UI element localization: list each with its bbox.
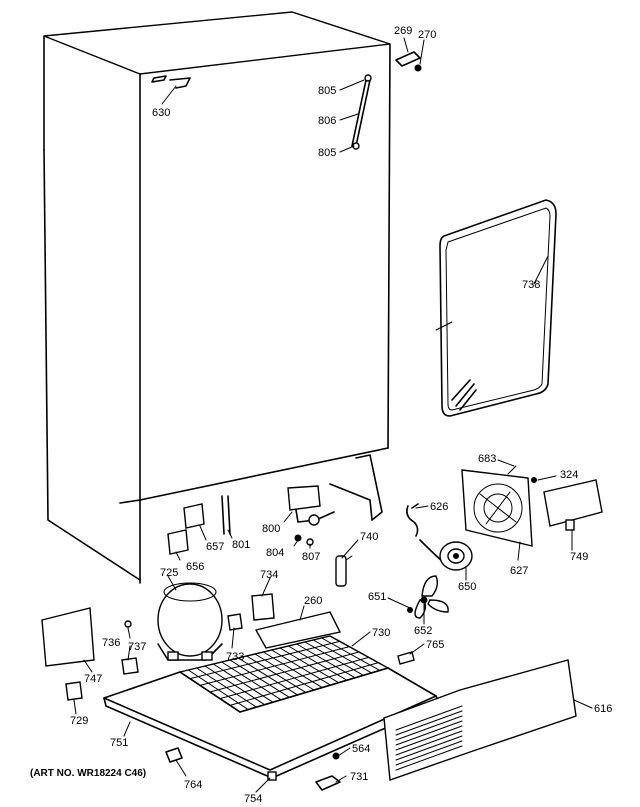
label-627: 627 xyxy=(510,565,528,577)
part-650-motor xyxy=(439,541,473,571)
label-747: 747 xyxy=(84,673,102,685)
label-725: 725 xyxy=(160,567,178,579)
part-806-tube xyxy=(351,74,372,150)
grille-slot xyxy=(395,730,463,756)
part-616-grille xyxy=(383,659,577,781)
label-736: 736 xyxy=(102,637,120,649)
coil-wire xyxy=(209,651,360,693)
label-269: 269 xyxy=(394,25,412,37)
grille-slot xyxy=(395,735,463,761)
grille-slot xyxy=(395,715,463,741)
leader-lines xyxy=(73,37,593,793)
part-small-fasteners xyxy=(165,651,415,791)
label-730: 730 xyxy=(372,627,390,639)
grille-slot xyxy=(395,740,463,766)
grille-slot xyxy=(395,710,463,736)
label-733: 733 xyxy=(226,651,244,663)
label-738: 738 xyxy=(522,279,540,291)
part-800-valve xyxy=(287,485,335,546)
part-651-fan-blade xyxy=(407,575,449,619)
label-801: 801 xyxy=(232,539,250,551)
part-627-fan-shroud xyxy=(461,465,533,547)
part-738-gasket xyxy=(435,199,557,417)
cabinet xyxy=(43,11,391,584)
coil-wire xyxy=(229,662,379,706)
label-737: 737 xyxy=(128,641,146,653)
grille-slot xyxy=(395,725,463,751)
part-725-compressor xyxy=(157,582,223,661)
label-764: 764 xyxy=(184,779,202,791)
part-269-270 xyxy=(395,51,422,72)
label-734: 734 xyxy=(260,569,278,581)
part-740 xyxy=(335,555,353,587)
label-260: 260 xyxy=(304,595,322,607)
part-number-labels: 269 270 805 806 805 630 738 683 324 626 … xyxy=(30,25,612,805)
label-324: 324 xyxy=(560,469,578,481)
label-749: 749 xyxy=(570,551,588,563)
part-734-733 xyxy=(227,593,275,631)
label-564: 564 xyxy=(352,743,370,755)
coil-wire xyxy=(199,646,350,686)
label-806: 806 xyxy=(318,115,336,127)
label-626: 626 xyxy=(430,501,448,513)
label-616: 616 xyxy=(594,703,612,715)
label-731: 731 xyxy=(350,771,368,783)
label-807: 807 xyxy=(302,551,320,563)
label-656: 656 xyxy=(186,561,204,573)
label-754: 754 xyxy=(244,793,262,805)
label-270: 270 xyxy=(418,29,436,41)
label-683: 683 xyxy=(478,453,496,465)
label-729: 729 xyxy=(70,715,88,727)
label-650: 650 xyxy=(458,581,476,593)
grille-slot xyxy=(395,705,463,731)
label-652: 652 xyxy=(414,625,432,637)
label-740: 740 xyxy=(360,531,378,543)
label-765: 765 xyxy=(426,639,444,651)
label-630: 630 xyxy=(152,107,170,119)
coil-wire xyxy=(219,656,370,700)
label-805-top: 805 xyxy=(318,85,336,97)
part-749-cover xyxy=(531,477,603,531)
art-number-caption: (ART NO. WR18224 C46) xyxy=(30,768,146,779)
part-736-737-747-729 xyxy=(41,607,139,701)
label-751: 751 xyxy=(110,737,128,749)
label-804: 804 xyxy=(266,547,284,559)
part-657-656-brackets xyxy=(167,495,231,555)
label-657: 657 xyxy=(206,541,224,553)
grille-slot xyxy=(395,720,463,746)
label-800: 800 xyxy=(262,523,280,535)
coil-wire xyxy=(189,640,341,680)
label-651: 651 xyxy=(368,591,386,603)
grille-slot xyxy=(395,745,463,771)
label-805-bottom: 805 xyxy=(318,147,336,159)
